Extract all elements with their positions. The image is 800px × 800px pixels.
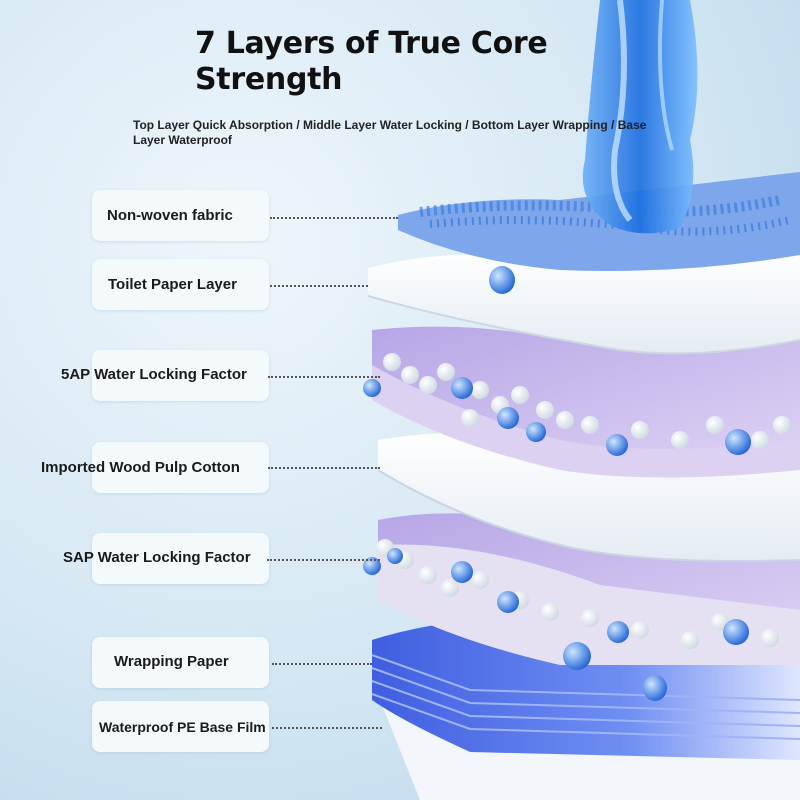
water-droplet [643, 675, 667, 701]
label-wood-pulp: Imported Wood Pulp Cotton [41, 459, 240, 476]
label-toilet-paper: Toilet Paper Layer [108, 276, 237, 293]
label-sap: SAP Water Locking Factor [63, 549, 251, 566]
water-droplet [563, 642, 591, 670]
page-title: 7 Layers of True Core Strength [195, 26, 548, 97]
label-box-wrapping-paper [92, 637, 269, 688]
leader-line [272, 727, 382, 729]
page-subtitle: Top Layer Quick Absorption / Middle Laye… [133, 118, 647, 147]
leader-line [268, 376, 380, 378]
leader-line [272, 663, 372, 665]
sap-beads-upper [363, 353, 791, 456]
label-pe-film: Waterproof PE Base Film [99, 719, 266, 735]
water-stream [582, 0, 698, 234]
leader-line [267, 559, 380, 561]
label-box-5ap [92, 350, 269, 401]
water-droplet [489, 266, 515, 294]
sap-layer-upper [372, 326, 800, 478]
leader-line [270, 217, 398, 219]
label-box-nonwoven [92, 190, 269, 241]
label-box-pe-film [92, 701, 269, 752]
label-box-wood-pulp [92, 442, 269, 493]
leader-line [270, 285, 368, 287]
label-box-sap [92, 533, 269, 584]
label-nonwoven: Non-woven fabric [107, 207, 233, 224]
toilet-paper-layer [367, 250, 800, 355]
leader-line [268, 467, 380, 469]
label-5ap: 5AP Water Locking Factor [61, 366, 247, 383]
label-box-toilet-paper [92, 259, 269, 310]
sap-beads-lower [363, 539, 779, 649]
label-wrapping-paper: Wrapping Paper [114, 653, 229, 670]
